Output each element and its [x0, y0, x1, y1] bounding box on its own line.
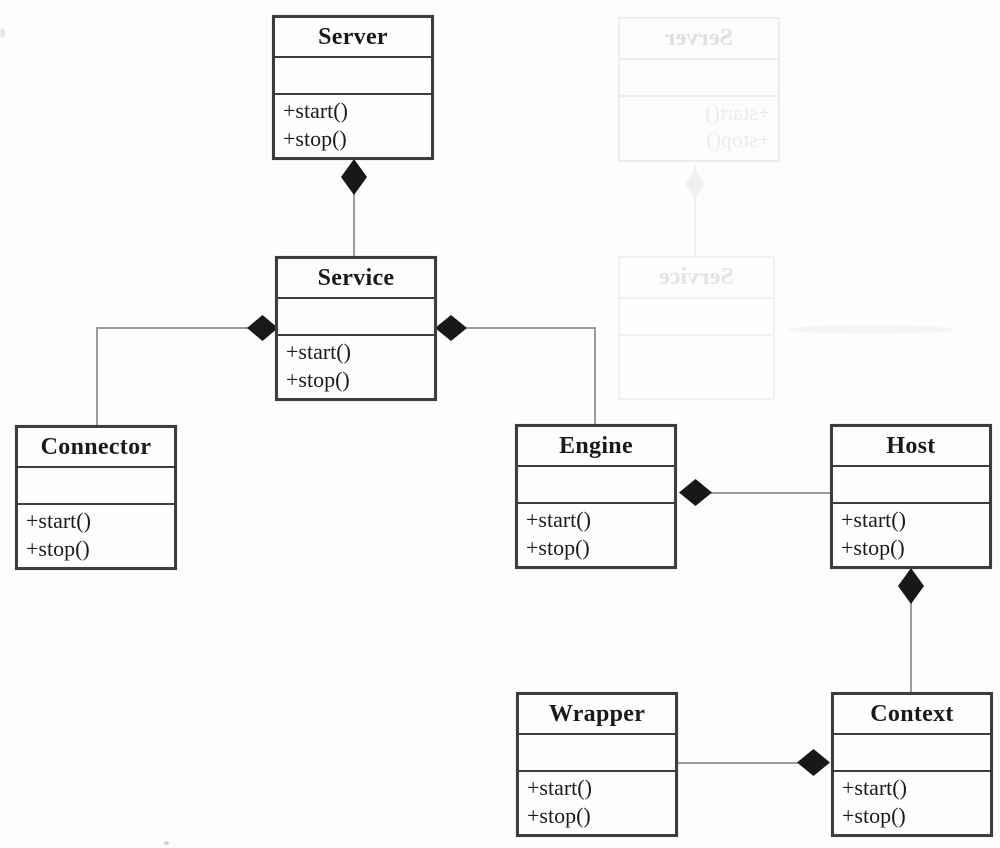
bleed-through-service-name: Service	[620, 258, 773, 299]
edge-service-connector-vertical	[96, 327, 98, 425]
bleed-through-service-box: Service	[618, 256, 775, 400]
operation: +stop()	[286, 367, 350, 392]
edge-server-service	[353, 158, 355, 256]
class-name-server: Server	[275, 18, 431, 58]
bleed-through-ops	[620, 336, 773, 398]
edge-service-engine-horizontal	[452, 327, 596, 329]
operations-compartment: +start() +stop()	[834, 772, 990, 834]
operations-compartment: +start() +stop()	[519, 772, 675, 834]
bleed-through-server-box: Server +start() +stop()	[618, 17, 780, 162]
operations-compartment: +start() +stop()	[18, 505, 174, 567]
bleed-through-edge	[694, 164, 696, 256]
attributes-compartment	[518, 467, 674, 504]
operation: +start()	[526, 507, 591, 532]
operations-compartment: +start() +stop()	[278, 336, 434, 398]
operation: +start()	[26, 508, 91, 533]
edge-service-connector-horizontal	[96, 327, 252, 329]
attributes-compartment	[834, 735, 990, 772]
class-box-service: Service +start() +stop()	[275, 256, 437, 401]
bleed-through-diamond	[685, 170, 705, 198]
operation: +stop()	[842, 803, 906, 828]
composition-diamond-context	[797, 749, 830, 776]
operation: +stop()	[283, 126, 347, 151]
composition-diamond-host	[898, 568, 924, 604]
edge-engine-host	[708, 492, 830, 494]
edge-service-engine-vertical	[594, 327, 596, 424]
operation: +start()	[527, 775, 592, 800]
scan-smudge	[788, 325, 953, 334]
class-name-service: Service	[278, 259, 434, 299]
class-box-wrapper: Wrapper +start() +stop()	[516, 692, 678, 837]
edge-wrapper-context	[678, 762, 798, 764]
class-name-connector: Connector	[18, 428, 174, 468]
bleed-through-server-name: Server	[620, 19, 778, 60]
class-name-engine: Engine	[518, 427, 674, 467]
attributes-compartment	[278, 299, 434, 336]
class-box-host: Host +start() +stop()	[830, 424, 992, 569]
composition-diamond-service-left	[247, 315, 278, 341]
operations-compartment: +start() +stop()	[275, 95, 431, 157]
operation: +stop()	[841, 535, 905, 560]
bleed-through-attrs	[620, 60, 778, 97]
composition-diamond-engine	[679, 479, 712, 506]
scan-speck	[0, 28, 5, 38]
operations-compartment: +start() +stop()	[518, 504, 674, 566]
operation: +start()	[841, 507, 906, 532]
attributes-compartment	[833, 467, 989, 504]
bleed-through-ops: +start() +stop()	[705, 100, 770, 152]
composition-diamond-service-right	[435, 315, 467, 341]
class-box-context: Context +start() +stop()	[831, 692, 993, 837]
operation: +start()	[842, 775, 907, 800]
class-name-host: Host	[833, 427, 989, 467]
class-box-server: Server +start() +stop()	[272, 15, 434, 160]
operation: +stop()	[26, 536, 90, 561]
operation: +stop()	[526, 535, 590, 560]
attributes-compartment	[18, 468, 174, 505]
operation: +start()	[286, 339, 351, 364]
bleed-through-attrs	[620, 299, 773, 336]
class-name-wrapper: Wrapper	[519, 695, 675, 735]
operation: +start()	[283, 98, 348, 123]
class-box-connector: Connector +start() +stop()	[15, 425, 177, 570]
composition-diamond-server	[341, 159, 367, 195]
class-box-engine: Engine +start() +stop()	[515, 424, 677, 569]
class-name-context: Context	[834, 695, 990, 735]
attributes-compartment	[275, 58, 431, 95]
attributes-compartment	[519, 735, 675, 772]
operation: +stop()	[527, 803, 591, 828]
edge-host-context	[910, 588, 912, 692]
scan-speck	[164, 841, 169, 845]
operations-compartment: +start() +stop()	[833, 504, 989, 566]
